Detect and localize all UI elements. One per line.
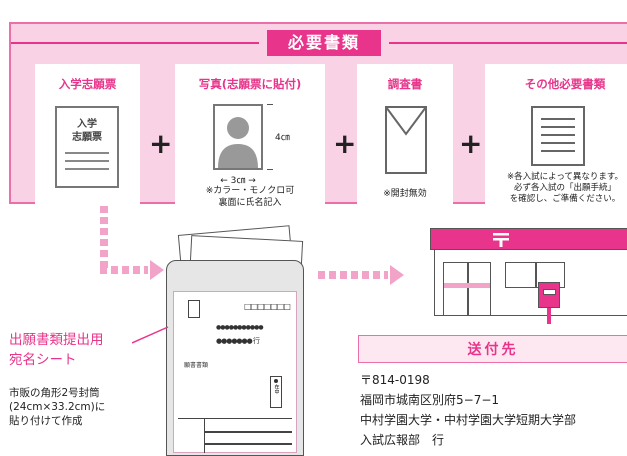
plus-icon-2: + [333, 127, 357, 160]
document-label: 願書書類 [184, 362, 209, 369]
address-line: 福岡市城南区別府5−7−1 [360, 393, 500, 407]
label-sheet-description: 市販の角形2号封筒 (24cm×33.2cm)に 貼り付けて作成 [9, 386, 105, 428]
post-office-door [443, 262, 491, 316]
envelope-icon [385, 106, 427, 174]
required-documents-panel: 必要書類 入学志願票 入学 志願票 + 写真(志願票に貼付) 4㎝ ← 3㎝ →… [9, 22, 627, 212]
post-office-roof [430, 228, 627, 250]
other-note-3: を確認し、ご準備ください。 [509, 194, 621, 204]
label-sheet-desc-2: (24cm×33.2cm)に [9, 401, 106, 413]
panel-title: 必要書類 [267, 30, 381, 56]
label-sheet-title-1: 出願書類提出用 [9, 332, 104, 348]
header-line-left [11, 42, 259, 44]
postal-code: 〒814-0198 [360, 373, 430, 387]
mailbox-icon [538, 282, 560, 324]
address-dots-2: ●●●●●●● 行 [216, 337, 260, 345]
application-doc-text-1: 入学 [77, 119, 97, 130]
envelope-illustration: □□□□□□□ ●●●●●●●●●●● ●●●●●●● 行 願書書類 在中 [160, 222, 310, 456]
arrow-right-icon [150, 260, 164, 280]
document-list-icon [531, 106, 585, 166]
header-line-right [389, 42, 627, 44]
other-note-2: 必ず各入試の「出願手続」 [513, 183, 616, 193]
label-sheet-desc-1: 市販の角形2号封筒 [9, 387, 100, 399]
destination-address: 〒814-0198 福岡市城南区別府5−7−1 中村学園大学・中村学園大学短期大… [360, 370, 627, 450]
label-sheet-title-2: 宛名シート [9, 352, 77, 368]
photo-height-marker [267, 104, 273, 170]
application-form-icon: 入学 志願票 [55, 106, 119, 188]
stamp-box [188, 300, 200, 318]
arrow-right-icon-2 [390, 265, 404, 285]
flow-dash-vertical [100, 206, 108, 272]
photo-note-2: 裏面に氏名記入 [218, 198, 282, 208]
enclosed-seal: 在中 [270, 376, 282, 408]
card-title-report: 調査書 [387, 77, 423, 91]
sheet-grid [178, 418, 292, 453]
flow-dash-to-post [318, 271, 388, 279]
address-sheet: □□□□□□□ ●●●●●●●●●●● ●●●●●●● 行 願書書類 在中 [173, 291, 297, 453]
card-photo: 写真(志願票に貼付) 4㎝ ← 3㎝ → ※カラー・モノクロ可 裏面に氏名記入 [175, 64, 325, 212]
post-office-icon [430, 228, 627, 328]
card-title-photo: 写真(志願票に貼付) [198, 77, 302, 91]
card-other-documents: その他必要書類 ※各入試によって異なります。 必ず各入試の「出願手続」 を確認し… [485, 64, 627, 212]
card-title-other: その他必要書類 [524, 77, 606, 91]
card-title-application: 入学志願票 [58, 77, 117, 91]
destination-header: 送付先 [358, 335, 627, 363]
enclosed-seal-text: 在中 [273, 384, 280, 394]
label-sheet-title: 出願書類提出用 宛名シート [9, 330, 104, 370]
label-sheet-desc-3: 貼り付けて作成 [9, 415, 83, 427]
department-name: 入試広報部 行 [360, 433, 445, 447]
university-name: 中村学園大学・中村学園大学短期大学部 [360, 413, 577, 427]
envelope-body: □□□□□□□ ●●●●●●●●●●● ●●●●●●● 行 願書書類 在中 [166, 260, 304, 456]
destination-title: 送付先 [467, 342, 519, 358]
postal-code-boxes: □□□□□□□ [244, 302, 291, 311]
photo-width-label: ← 3㎝ → [220, 176, 256, 186]
photo-frame [213, 104, 263, 170]
application-doc-text-2: 志願票 [72, 132, 102, 143]
plus-icon-3: + [459, 127, 483, 160]
photo-note-1: ※カラー・モノクロ可 [205, 186, 295, 196]
callout-line [132, 326, 169, 344]
photo-height-label: 4㎝ [275, 133, 290, 143]
plus-icon-1: + [149, 127, 173, 160]
report-note: ※開封無効 [383, 189, 427, 199]
post-office-window [505, 262, 565, 288]
person-silhouette-icon [218, 117, 258, 168]
other-note-1: ※各入試によって異なります。 [506, 172, 624, 182]
card-application-form: 入学志願票 入学 志願票 [35, 64, 140, 212]
postal-mark-icon [493, 233, 509, 247]
flow-dash-horizontal [100, 266, 148, 274]
post-office-building [434, 250, 627, 316]
card-report: 調査書 ※開封無効 [357, 64, 453, 212]
address-dots-1: ●●●●●●●●●●● [216, 324, 264, 331]
